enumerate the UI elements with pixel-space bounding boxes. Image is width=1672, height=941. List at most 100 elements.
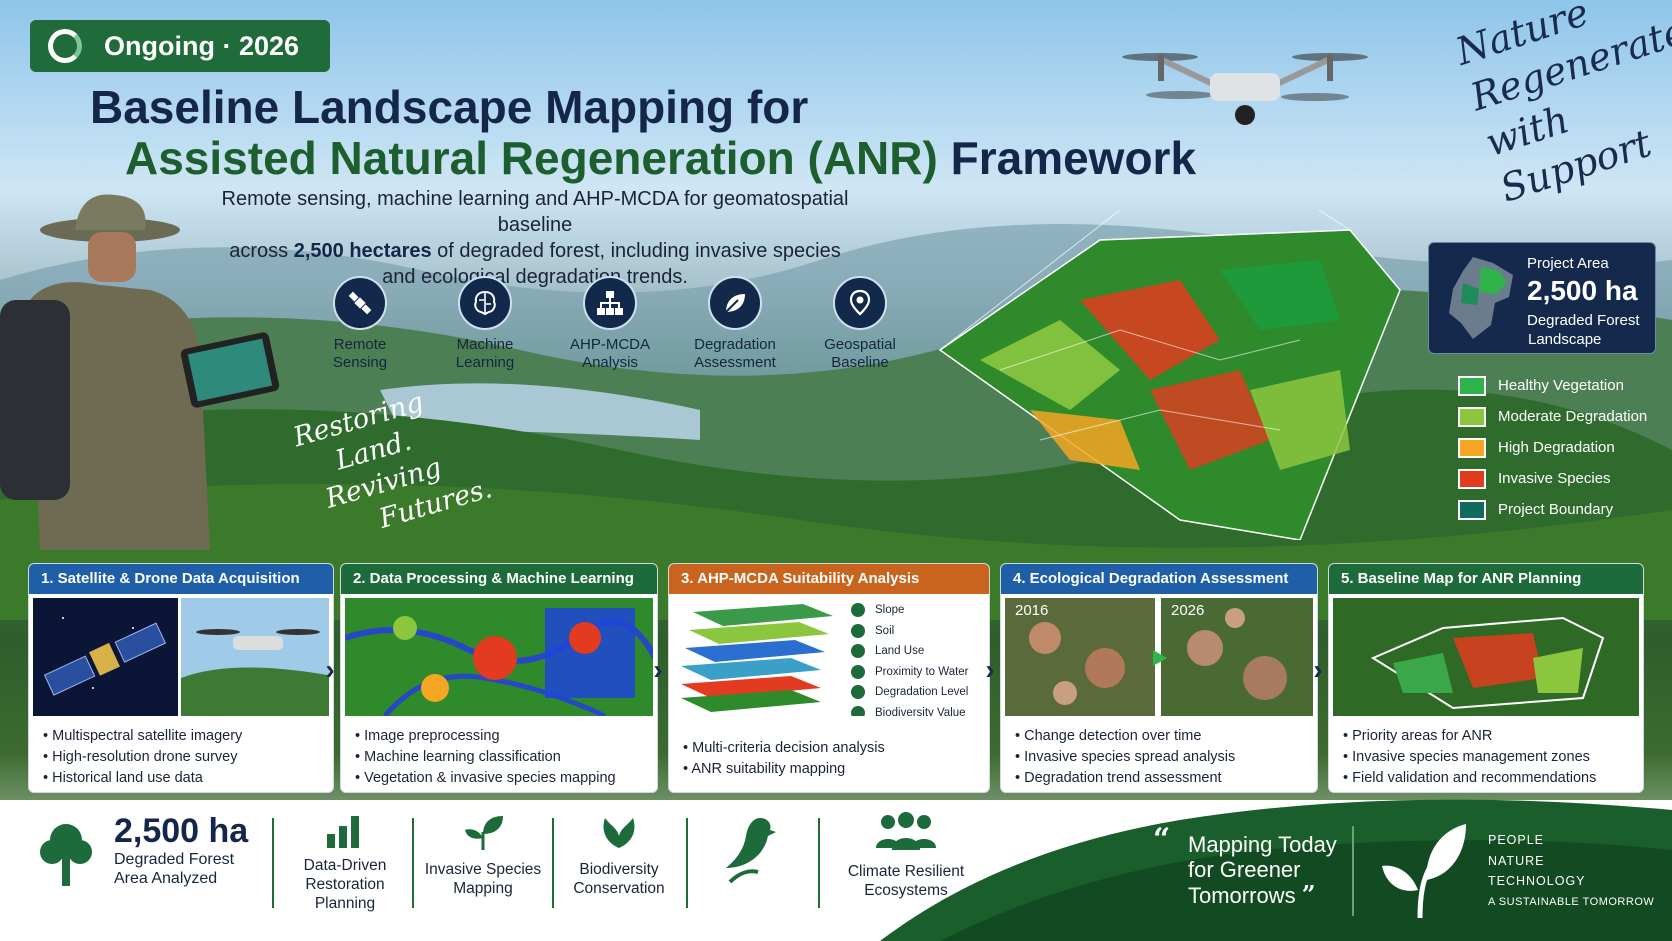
year-label-before: 2016: [1015, 602, 1049, 619]
step-card-bullets: Image preprocessing Machine learning cla…: [341, 716, 657, 789]
benefit-invasive-mapping: Invasive Species Mapping: [422, 812, 544, 898]
field-surveyor-illustration: [0, 194, 280, 550]
method-label: Machine: [456, 336, 514, 353]
sprout-logo-icon: [1382, 824, 1466, 919]
criteria-icon: [851, 705, 865, 716]
chevron-right-icon: ›: [325, 654, 335, 685]
criteria-item: Biodiversity Value: [851, 703, 969, 716]
criteria-item: Degradation Level: [851, 682, 969, 703]
step-card-bullets: Priority areas for ANR Invasive species …: [1329, 716, 1643, 789]
page-title-green: Assisted Natural Regeneration (ANR): [125, 132, 938, 184]
method-ahp-mcda: AHP-MCDA Analysis: [550, 276, 670, 372]
criteria-label: Proximity to Water: [875, 665, 969, 678]
bullet-item: Change detection over time: [1015, 726, 1317, 747]
criteria-label: Soil: [875, 624, 895, 637]
method-label: Analysis: [582, 354, 638, 371]
stat-value: 2,500 ha: [114, 812, 249, 850]
step-card-4: 4. Ecological Degradation Assessment 201…: [1000, 563, 1318, 793]
quote-line: Mapping Today: [1188, 832, 1337, 857]
legend-swatch: [1458, 499, 1486, 520]
hierarchy-icon: [583, 276, 637, 330]
satellite-icon: [333, 276, 387, 330]
step-card-title: 5. Baseline Map for ANR Planning: [1329, 564, 1643, 594]
change-detection-image: 2016 2026: [1005, 598, 1313, 716]
layer-stack-image: [681, 604, 833, 712]
bar-chart-icon: [327, 816, 359, 848]
progress-ring-icon: [48, 29, 82, 63]
brain-icon: [458, 276, 512, 330]
legend-swatch: [1458, 468, 1486, 489]
legend-label: Healthy Vegetation: [1498, 377, 1624, 394]
page-title-line2: Assisted Natural Regeneration (ANR) Fram…: [125, 131, 1196, 185]
year-label-after: 2026: [1171, 602, 1205, 619]
drone-illustration: [1122, 53, 1368, 125]
method-remote-sensing: Remote Sensing: [300, 276, 420, 372]
criteria-item: Proximity to Water: [851, 662, 969, 683]
benefit-data-driven: Data-Driven Restoration Planning: [290, 812, 400, 913]
bullet-item: Degradation trend assessment: [1015, 768, 1317, 789]
bullet-item: Machine learning classification: [355, 747, 657, 768]
legend-label: Invasive Species: [1498, 470, 1611, 487]
divider: [272, 818, 274, 908]
legend-item: Invasive Species: [1458, 463, 1658, 494]
stat-label: Area Analyzed: [114, 870, 218, 887]
closing-quote-text: Mapping Today for Greener Tomorrows ”: [1188, 832, 1388, 908]
tagline: PEOPLE NATURE TECHNOLOGY A SUSTAINABLE T…: [1488, 830, 1654, 912]
step-card-title: 1. Satellite & Drone Data Acquisition: [29, 564, 333, 594]
step-card-1: 1. Satellite & Drone Data Acquisition Mu…: [28, 563, 334, 793]
close-quote-icon: ”: [1301, 880, 1316, 909]
subtitle-line2: across 2,500 hectares of degraded forest…: [205, 238, 865, 264]
stat-label: Degraded Forest: [114, 851, 235, 868]
method-label: Baseline: [831, 354, 889, 371]
criteria-label: Degradation Level: [875, 686, 969, 699]
tagline-line: NATURE: [1488, 853, 1545, 868]
project-area-panel: Project Area 2,500 ha Degraded Forest La…: [1428, 242, 1656, 354]
quote-line: Tomorrows: [1188, 883, 1296, 908]
leaf-icon: [603, 818, 635, 848]
criteria-icon: [851, 644, 865, 659]
method-label: Geospatial: [824, 336, 896, 353]
step-card-5: 5. Baseline Map for ANR Planning Priorit…: [1328, 563, 1644, 793]
method-degradation: Degradation Assessment: [675, 276, 795, 372]
bullet-item: Multispectral satellite imagery: [43, 726, 333, 747]
step-card-bullets: Change detection over time Invasive spec…: [1001, 716, 1317, 789]
bullet-item: Image preprocessing: [355, 726, 657, 747]
step-card-bullets: Multi-criteria decision analysis ANR sui…: [669, 716, 989, 780]
project-area-desc2: Landscape: [1528, 331, 1602, 348]
step-card-title: 3. AHP-MCDA Suitability Analysis: [669, 564, 989, 594]
method-label: Assessment: [694, 354, 776, 371]
benefit-label: Planning: [314, 895, 376, 912]
chevron-right-icon: ›: [985, 654, 995, 685]
subtitle-l2-post: of degraded forest, including invasive s…: [431, 240, 841, 262]
status-badge: Ongoing · 2026: [30, 20, 330, 72]
method-label: Learning: [455, 354, 515, 371]
project-area-map-icon: [1449, 257, 1513, 339]
satellite-drone-image: [33, 598, 329, 716]
quote-line: for Greener: [1188, 857, 1301, 882]
bullet-item: Field validation and recommendations: [1343, 768, 1643, 789]
benefit-biodiversity: Biodiversity Conservation: [564, 812, 674, 898]
leaf-icon: [708, 276, 762, 330]
tagline-line: PEOPLE: [1488, 833, 1545, 847]
bullet-item: Priority areas for ANR: [1343, 726, 1643, 747]
benefit-label: Data-Driven: [303, 857, 387, 874]
subtitle-l2-pre: across: [229, 240, 294, 262]
method-label: Remote: [333, 336, 387, 353]
legend-item: Healthy Vegetation: [1458, 370, 1658, 401]
bullet-item: ANR suitability mapping: [683, 759, 989, 780]
bird-leaf-icon: [726, 818, 776, 884]
bullet-item: Invasive species spread analysis: [1015, 747, 1317, 768]
legend-label: Project Boundary: [1498, 501, 1614, 518]
method-icons: Remote Sensing Machine Learning AHP-MCDA…: [300, 276, 920, 372]
open-quote-icon: “: [1153, 822, 1171, 857]
criteria-item: Soil: [851, 621, 969, 642]
benefit-label: Climate Resilient: [847, 863, 965, 880]
bullet-item: High-resolution drone survey: [43, 747, 333, 768]
method-machine-learning: Machine Learning: [425, 276, 545, 372]
step-card-title: 4. Ecological Degradation Assessment: [1001, 564, 1317, 594]
green-wave-background: [880, 799, 1672, 941]
legend-item: Moderate Degradation: [1458, 401, 1658, 432]
people-icon: [876, 812, 936, 850]
